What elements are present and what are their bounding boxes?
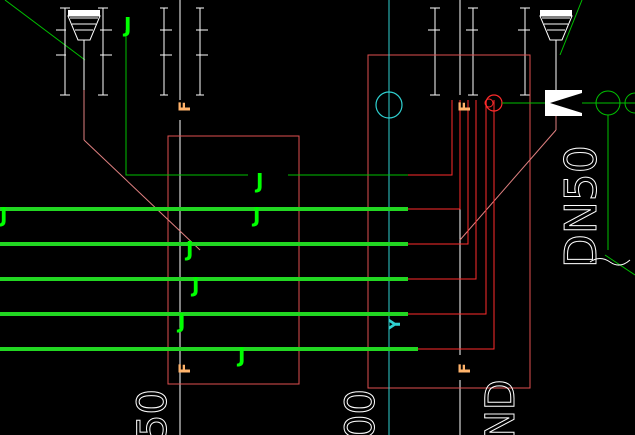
pipe-riser-circle-icon — [375, 91, 403, 119]
check-valve-icon — [545, 90, 582, 116]
dimension-label: 00 — [338, 389, 384, 435]
j-label: J — [122, 13, 131, 37]
j-label: J — [251, 203, 260, 227]
bracket-symbols-right — [428, 7, 530, 96]
red-connectors — [408, 100, 495, 350]
f-label: F — [175, 101, 194, 112]
sprinkler-head-icon — [67, 10, 101, 140]
red-enclosure-right — [367, 54, 531, 389]
leader-line — [83, 139, 201, 251]
dimension-label: 50 — [130, 389, 176, 435]
pipe-size-label: DN50 — [556, 145, 607, 268]
j-label: J — [190, 273, 199, 297]
dimension-label: ND — [478, 379, 524, 435]
f-label: F — [455, 101, 474, 112]
j-label: J — [184, 237, 193, 261]
j-label: J — [236, 343, 245, 367]
j-label: J — [254, 169, 263, 193]
red-enclosure-left — [167, 135, 300, 385]
f-label: F — [175, 363, 194, 374]
sprinkler-head-icon — [539, 10, 573, 90]
bracket-symbols-left — [56, 7, 208, 96]
j-label: J — [176, 309, 185, 333]
leader-line-top-right — [559, 0, 583, 56]
j-label: J — [0, 203, 7, 227]
leader-line-top-left — [4, 0, 86, 61]
f-label: F — [455, 363, 474, 374]
green-pipes — [0, 207, 418, 351]
y-label: Y — [385, 318, 404, 331]
branch-line — [125, 30, 248, 176]
